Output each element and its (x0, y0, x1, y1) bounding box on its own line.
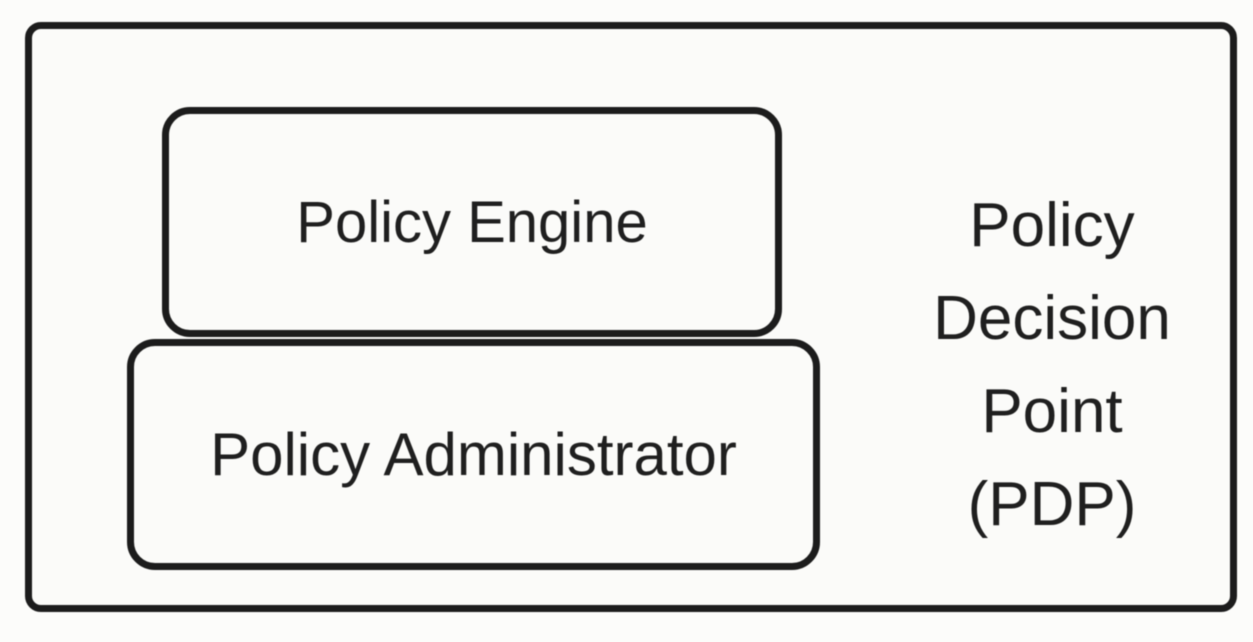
pdp-label-line-2: Decision (933, 284, 1171, 353)
pdp-label-line-4: (PDP) (967, 470, 1137, 539)
pdp-label-line-3: Point (981, 377, 1123, 446)
policy-decision-point-group-box: Policy Engine Policy Administrator Polic… (25, 22, 1237, 612)
pdp-label-line-1: Policy (969, 191, 1135, 260)
policy-decision-point-label: Policy Decision Point (PDP) (862, 179, 1242, 551)
policy-administrator-box: Policy Administrator (127, 339, 820, 570)
policy-engine-box: Policy Engine (162, 107, 782, 337)
policy-engine-label: Policy Engine (296, 189, 648, 255)
policy-administrator-label: Policy Administrator (210, 421, 737, 488)
